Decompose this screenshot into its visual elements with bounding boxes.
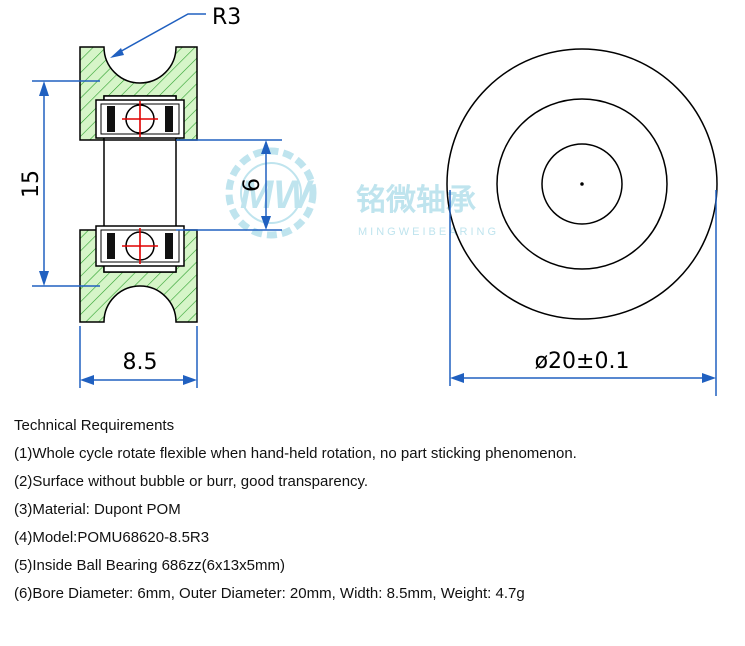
requirement-item: (3)Material: Dupont POM [14,501,181,518]
watermark-english: MINGWEIBEARING [358,226,499,238]
dimension-radius [110,13,206,58]
middle-circle [496,98,668,270]
dim-width-label: 8.5 [123,350,158,375]
section-view [79,46,198,323]
bearing-ball-bottom [95,225,185,267]
requirement-item: (6)Bore Diameter: 6mm, Outer Diameter: 2… [14,585,525,602]
dim-radius-label: R3 [212,5,241,30]
watermark-bearing-icon [225,147,317,239]
bearing-ball-top [95,99,185,139]
dimension-bore [176,139,282,231]
watermark: MW 铭微轴承 MINGWEIBEARING [225,147,499,239]
dimension-diameter [449,190,717,396]
watermark-logo: MW [240,173,314,217]
dim-diameter-label: ø20±0.1 [535,349,630,374]
bore-circle [541,143,623,225]
technical-requirements: Technical Requirements (1)Whole cycle ro… [14,416,734,612]
requirement-item: (5)Inside Ball Bearing 686zz(6x13x5mm) [14,557,285,574]
wheel-section-bottom [79,229,198,323]
technical-drawing: MW 铭微轴承 MINGWEIBEARING [19,5,718,396]
dimension-width [79,326,198,388]
dimension-height [32,80,100,287]
outer-circle [446,48,718,320]
front-view [446,48,718,320]
requirements-title: Technical Requirements [14,417,175,434]
requirement-item: (4)Model:POMU68620-8.5R3 [14,529,210,546]
dim-bore-label: 6 [240,178,265,192]
dim-height-label: 15 [19,170,44,198]
watermark-chinese: 铭微轴承 [356,183,476,218]
requirement-item: (2)Surface without bubble or burr, good … [14,473,369,490]
requirement-item: (1)Whole cycle rotate flexible when hand… [14,445,577,462]
center-point [580,182,584,186]
